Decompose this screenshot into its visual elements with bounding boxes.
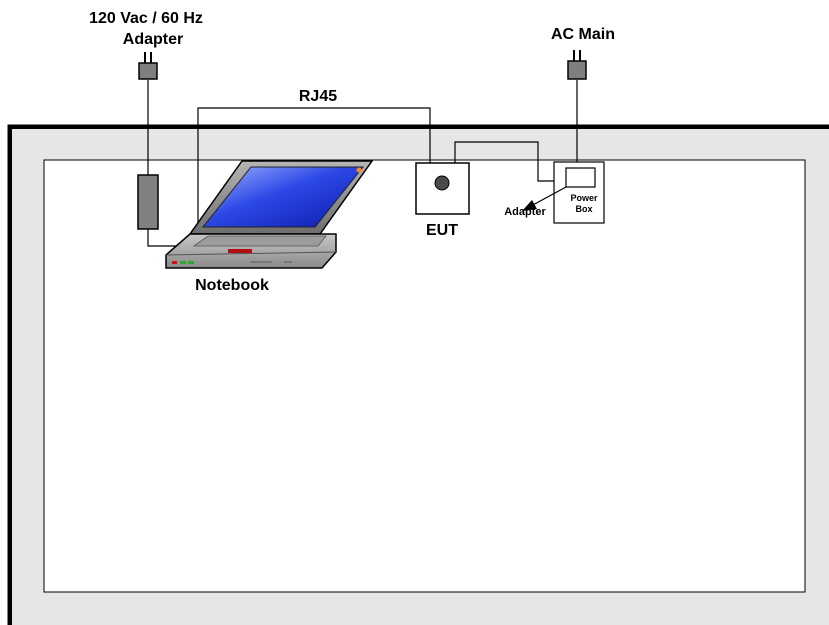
eut-device-icon: [416, 163, 469, 214]
plug-icon: [139, 52, 157, 79]
power-box-label-line2: Box: [575, 204, 592, 214]
plug-icon: [568, 50, 586, 79]
adapter-brick-icon: [138, 175, 158, 229]
notebook-label: Notebook: [195, 277, 269, 294]
adapter-source-label-line2: Adapter: [123, 31, 183, 48]
power-box-label: Power: [570, 193, 598, 203]
eut-label: EUT: [426, 222, 458, 239]
adapter-source-label: 120 Vac / 60 Hz: [89, 10, 203, 27]
rj45-label: RJ45: [299, 88, 337, 105]
adapter-small-label: Adapter: [504, 206, 546, 218]
ac-main-label: AC Main: [551, 26, 615, 43]
